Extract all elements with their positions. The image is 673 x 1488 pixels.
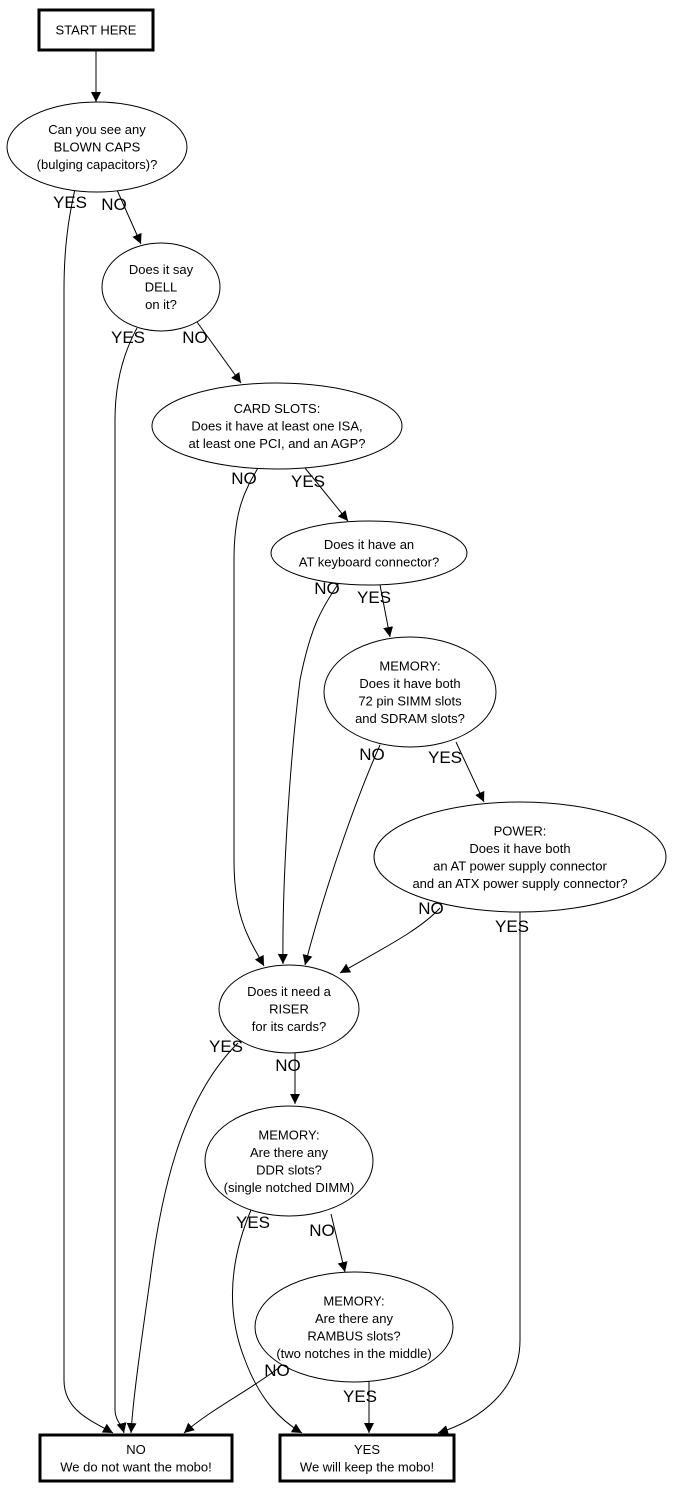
decision-ellipse [373, 801, 667, 913]
edge-label-no: NO [314, 579, 340, 598]
decision-ellipse [323, 636, 497, 748]
node-result-no: NO We do not want the mobo! [38, 1433, 234, 1483]
node-text-line: Does it have both [359, 676, 460, 691]
node-text-line: RAMBUS slots? [307, 1328, 400, 1343]
edge-power-to-result-yes [437, 912, 521, 1435]
node-text-line: DDR slots? [256, 1162, 322, 1177]
node-text-line: on it? [145, 297, 177, 312]
edge-memory-ddr-to-result-yes [231, 1209, 303, 1434]
edge-label-no: NO [275, 1056, 301, 1075]
node-text-line: DELL [145, 280, 178, 295]
node-text-line: BLOWN CAPS [54, 140, 141, 155]
edge-label-yes: YES [236, 1213, 270, 1232]
node-text-line: Does it have an [324, 537, 414, 552]
decision-ellipse [6, 101, 188, 193]
edge-label-yes: YES [495, 917, 529, 936]
node-text-line: Can you see any [48, 122, 146, 137]
edge-label-yes: YES [53, 193, 87, 212]
edge-labels-layer: YES NO YES NO NO YES NO YES NO YES NO YES YES NO YES NO… [53, 193, 529, 1406]
edge-blown-caps-to-dell [116, 189, 142, 245]
decision-ellipse [101, 242, 221, 332]
node-text-line: We do not want the mobo! [60, 1459, 212, 1474]
edge-card-slots-to-at-keyboard [304, 467, 349, 522]
edge-dell-to-card-slots [196, 321, 242, 384]
decision-ellipse [254, 1271, 454, 1383]
edge-label-no: NO [309, 1221, 335, 1240]
edge-label-no: NO [182, 328, 208, 347]
node-text-line: Does it need a [247, 984, 332, 999]
edge-label-yes: YES [111, 328, 145, 347]
node-result-yes: YES We will keep the mobo! [278, 1433, 456, 1483]
node-text-line: We will keep the mobo! [300, 1459, 434, 1474]
edge-label-no: NO [264, 1361, 290, 1380]
node-power: POWER: Does it have both an AT power suppl… [373, 801, 667, 913]
edge-label-no: NO [101, 195, 127, 214]
decision-ellipse [204, 1105, 374, 1217]
node-text-line: at least one PCI, and an AGP? [188, 436, 365, 451]
edge-memory-ddr-to-memory-rambus [330, 1213, 348, 1273]
box-shape [38, 1433, 234, 1483]
edge-riser-to-result-no [126, 1042, 239, 1434]
node-text-line: Are there any [315, 1311, 394, 1326]
node-start: START HERE [37, 8, 155, 52]
node-text-line: START HERE [56, 23, 137, 38]
node-riser: Does it need a RISER for its cards? [218, 964, 360, 1054]
edge-dell-to-result-no [114, 327, 138, 1434]
node-card-slots: CARD SLOTS: Does it have at least one ISA… [151, 382, 403, 470]
node-text-line: YES [354, 1442, 380, 1457]
node-text-line: AT keyboard connector? [299, 554, 439, 569]
edges-layer [63, 50, 521, 1435]
node-text-line: and SDRAM slots? [355, 711, 465, 726]
edge-memory-simm-to-riser [302, 744, 381, 966]
edge-label-yes: YES [209, 1037, 243, 1056]
node-text-line: Does it have at least one ISA, [191, 419, 362, 434]
edge-label-yes: YES [343, 1387, 377, 1406]
node-memory-simm: MEMORY: Does it have both 72 pin SIMM slot… [323, 636, 497, 748]
node-text-line: CARD SLOTS: [234, 401, 321, 416]
node-text-line: Does it have both [469, 841, 570, 856]
node-text-line: MEMORY: [323, 1293, 384, 1308]
decision-ellipse [151, 382, 403, 470]
node-text-line: MEMORY: [258, 1127, 319, 1142]
edge-power-to-riser [339, 907, 441, 974]
node-text-line: (two notches in the middle) [276, 1346, 431, 1361]
edge-memory-simm-to-power [455, 741, 485, 803]
node-text-line: for its cards? [252, 1019, 326, 1034]
box-shape [37, 8, 155, 52]
node-text-line: Are there any [250, 1145, 329, 1160]
edge-label-yes: YES [357, 588, 391, 607]
edge-blown-caps-to-result-no [63, 188, 114, 1434]
edge-label-no: NO [231, 469, 257, 488]
decision-ellipse [270, 520, 468, 586]
node-text-line: NO [126, 1442, 146, 1457]
edge-label-no: NO [359, 745, 385, 764]
edge-at-keyboard-to-riser [277, 582, 340, 965]
edge-label-yes: YES [291, 472, 325, 491]
edge-label-no: NO [418, 899, 444, 918]
node-text-line: Does it say [129, 262, 194, 277]
node-text-line: MEMORY: [379, 658, 440, 673]
node-text-line: RISER [269, 1002, 309, 1017]
node-text-line: (single notched DIMM) [224, 1180, 355, 1195]
node-text-line: POWER: [494, 823, 547, 838]
edge-label-yes: YES [428, 748, 462, 767]
node-text-line: (bulging capacitors)? [37, 157, 158, 172]
box-shape [278, 1433, 456, 1483]
node-text-line: and an ATX power supply connector? [412, 876, 627, 891]
edge-memory-rambus-to-result-no [183, 1366, 281, 1434]
node-at-keyboard: Does it have an AT keyboard connector? [270, 520, 468, 586]
node-text-line: an AT power supply connector [433, 858, 607, 873]
edge-at-keyboard-to-memory-simm [379, 584, 394, 638]
decision-ellipse [218, 964, 360, 1054]
node-text-line: 72 pin SIMM slots [358, 693, 462, 708]
edge-card-slots-to-riser [233, 467, 265, 967]
